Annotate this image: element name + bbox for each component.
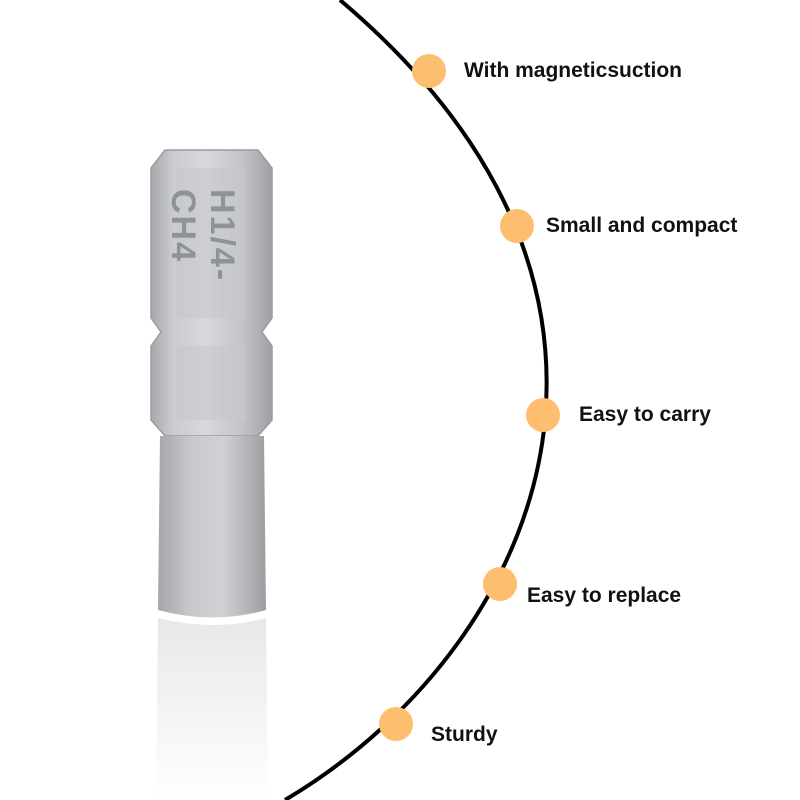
screwdriver-bit [150, 149, 273, 800]
bit-marking: H1/4-CH4 [164, 189, 241, 283]
feature-label-compact: Small and compact [546, 214, 738, 237]
feature-dot [412, 54, 446, 88]
feature-arc [283, 0, 549, 800]
feature-label-replace: Easy to replace [527, 584, 682, 607]
feature-label-magnetic: With magneticsuction [464, 59, 682, 82]
feature-dot [526, 398, 560, 432]
feature-label-sturdy: Sturdy [431, 723, 498, 746]
feature-dot [379, 707, 413, 741]
feature-dot [483, 567, 517, 601]
feature-label-carry: Easy to carry [579, 403, 711, 426]
feature-dot [500, 209, 534, 243]
